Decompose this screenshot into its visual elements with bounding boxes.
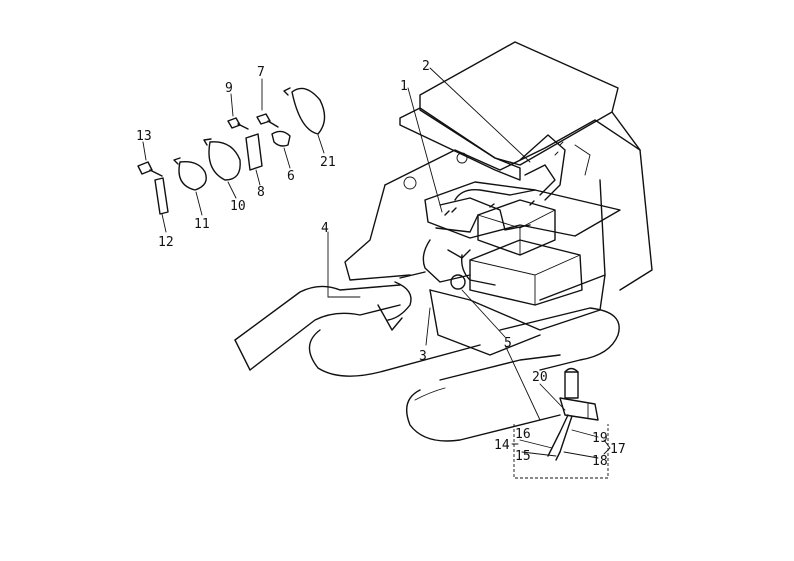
callout-21: 21 <box>320 155 336 170</box>
bracket-12 <box>154 177 169 215</box>
callout-8: 8 <box>257 185 265 200</box>
callout-4: 4 <box>321 221 329 236</box>
callout-labels: 1 2 3 4 5 6 7 8 9 10 11 12 13 14 15 16 1… <box>136 59 626 469</box>
callout-18: 18 <box>592 454 608 469</box>
clamp-10 <box>208 141 241 181</box>
callout-3: 3 <box>419 349 427 364</box>
callout-20: 20 <box>532 370 548 385</box>
callout-7: 7 <box>257 65 265 80</box>
bolt-7 <box>256 113 279 128</box>
switch-assembly <box>504 344 609 479</box>
callout-15: 15 <box>515 449 531 464</box>
band-21 <box>291 87 326 135</box>
callout-10: 10 <box>230 199 246 214</box>
callout-13: 13 <box>136 129 152 144</box>
callout-2: 2 <box>422 59 430 74</box>
callout-1: 1 <box>400 79 408 94</box>
callout-11: 11 <box>194 217 210 232</box>
clamp-11 <box>178 161 207 191</box>
leader-lines <box>142 67 611 459</box>
callout-6: 6 <box>287 169 295 184</box>
bolt-13 <box>137 161 163 177</box>
callout-14: 14 <box>494 438 510 453</box>
callout-5: 5 <box>504 336 512 351</box>
callout-9: 9 <box>225 81 233 96</box>
callout-19: 19 <box>592 431 608 446</box>
bolt-9 <box>227 117 249 130</box>
callout-17: 17 <box>610 442 626 457</box>
clip-6 <box>271 130 291 147</box>
plate-8 <box>245 133 263 171</box>
loose-parts <box>137 87 326 215</box>
callout-16: 16 <box>515 427 531 442</box>
excavator-body <box>234 41 653 442</box>
wire-harness <box>399 134 591 290</box>
callout-12: 12 <box>158 235 174 250</box>
